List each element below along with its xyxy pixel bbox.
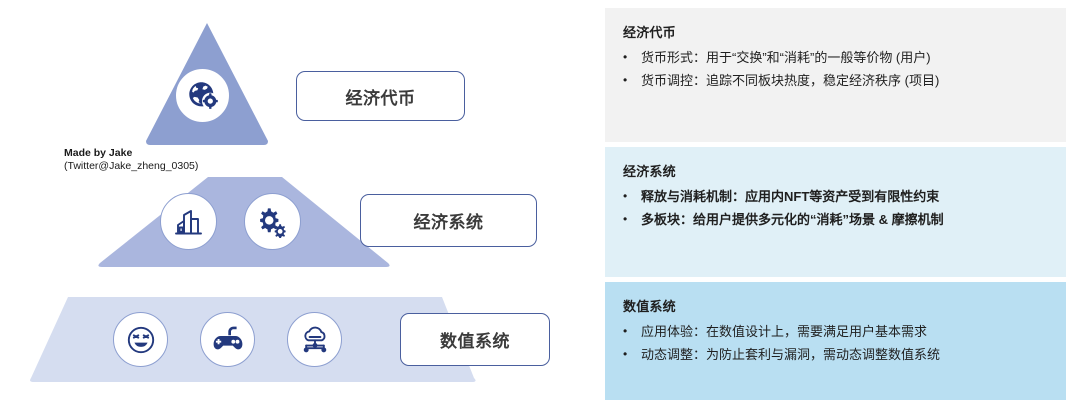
info-panel-economic-token: 经济代币 • 货币形式：用于“交换”和“消耗”的一般等价物 (用户) • 货币调… <box>605 8 1066 142</box>
bullet-text: 多板块：给用户提供多元化的“消耗”场景 & 摩擦机制 <box>641 212 944 228</box>
tier-label-economic-system[interactable]: 经济系统 <box>360 194 537 247</box>
bullet-item: • 动态调整：为防止套利与漏洞，需动态调整数值系统 <box>623 345 1048 365</box>
tier-label-text: 经济系统 <box>413 213 484 232</box>
icon-circle-smiley-face[interactable] <box>113 312 168 367</box>
bullet-marker: • <box>623 189 628 203</box>
bullet-item: • 多板块：给用户提供多元化的“消耗”场景 & 摩擦机制 <box>623 210 1048 230</box>
credit-made-by: Made by Jake <box>64 147 133 159</box>
panel-title: 经济代币 <box>623 25 676 40</box>
bullet-text: 货币调控：追踪不同板块热度，稳定经济秩序 (项目) <box>641 73 940 89</box>
bullet-text: 货币形式：用于“交换”和“消耗”的一般等价物 (用户) <box>641 50 931 65</box>
icon-circle-game-controller[interactable] <box>200 312 255 367</box>
bullet-marker: • <box>623 50 628 64</box>
info-panel-economic-system: 经济系统 • 释放与消耗机制：应用内NFT等资产受到有限性约束 • 多板块：给用… <box>605 147 1066 277</box>
panel-title: 数值系统 <box>623 299 676 314</box>
bullet-marker: • <box>623 73 628 88</box>
bullet-marker: • <box>623 347 628 362</box>
credit-handle: (Twitter@Jake_zheng_0305) <box>64 160 199 173</box>
icon-circle-gears[interactable] <box>244 193 301 250</box>
tier-label-text: 数值系统 <box>440 332 510 351</box>
tier-label-numeric-system[interactable]: 数值系统 <box>400 313 550 366</box>
bullet-item: • 应用体验：在数值设计上，需要满足用户基本需求 <box>623 322 1048 342</box>
pyramid-diagram: 经济代币 Made by Jake (Twitter@Jake_zheng_03… <box>30 23 550 382</box>
bullet-text: 释放与消耗机制：应用内NFT等资产受到有限性约束 <box>641 189 940 204</box>
credit-block: Made by Jake (Twitter@Jake_zheng_0305) <box>64 147 198 173</box>
info-panels: 经济代币 • 货币形式：用于“交换”和“消耗”的一般等价物 (用户) • 货币调… <box>605 8 1066 400</box>
bullet-text: 应用体验：在数值设计上，需要满足用户基本需求 <box>641 324 928 339</box>
panel-title: 经济系统 <box>623 164 676 179</box>
icon-circle-bar-chart-building[interactable] <box>160 193 217 250</box>
bullet-marker: • <box>623 212 628 227</box>
bullet-item: • 货币调控：追踪不同板块热度，稳定经济秩序 (项目) <box>623 71 1048 91</box>
icon-circle-globe-gear[interactable] <box>175 68 230 123</box>
tier-label-text: 经济代币 <box>345 88 416 108</box>
bullet-marker: • <box>623 324 628 338</box>
bullet-text: 动态调整：为防止套利与漏洞，需动态调整数值系统 <box>641 347 941 363</box>
bullet-item: • 货币形式：用于“交换”和“消耗”的一般等价物 (用户) <box>623 48 1048 68</box>
info-panel-numeric-system: 数值系统 • 应用体验：在数值设计上，需要满足用户基本需求 • 动态调整：为防止… <box>605 282 1066 400</box>
icon-circle-cloud-network[interactable] <box>287 312 342 367</box>
tier-label-economic-token[interactable]: 经济代币 <box>296 71 465 121</box>
bullet-item: • 释放与消耗机制：应用内NFT等资产受到有限性约束 <box>623 187 1048 207</box>
